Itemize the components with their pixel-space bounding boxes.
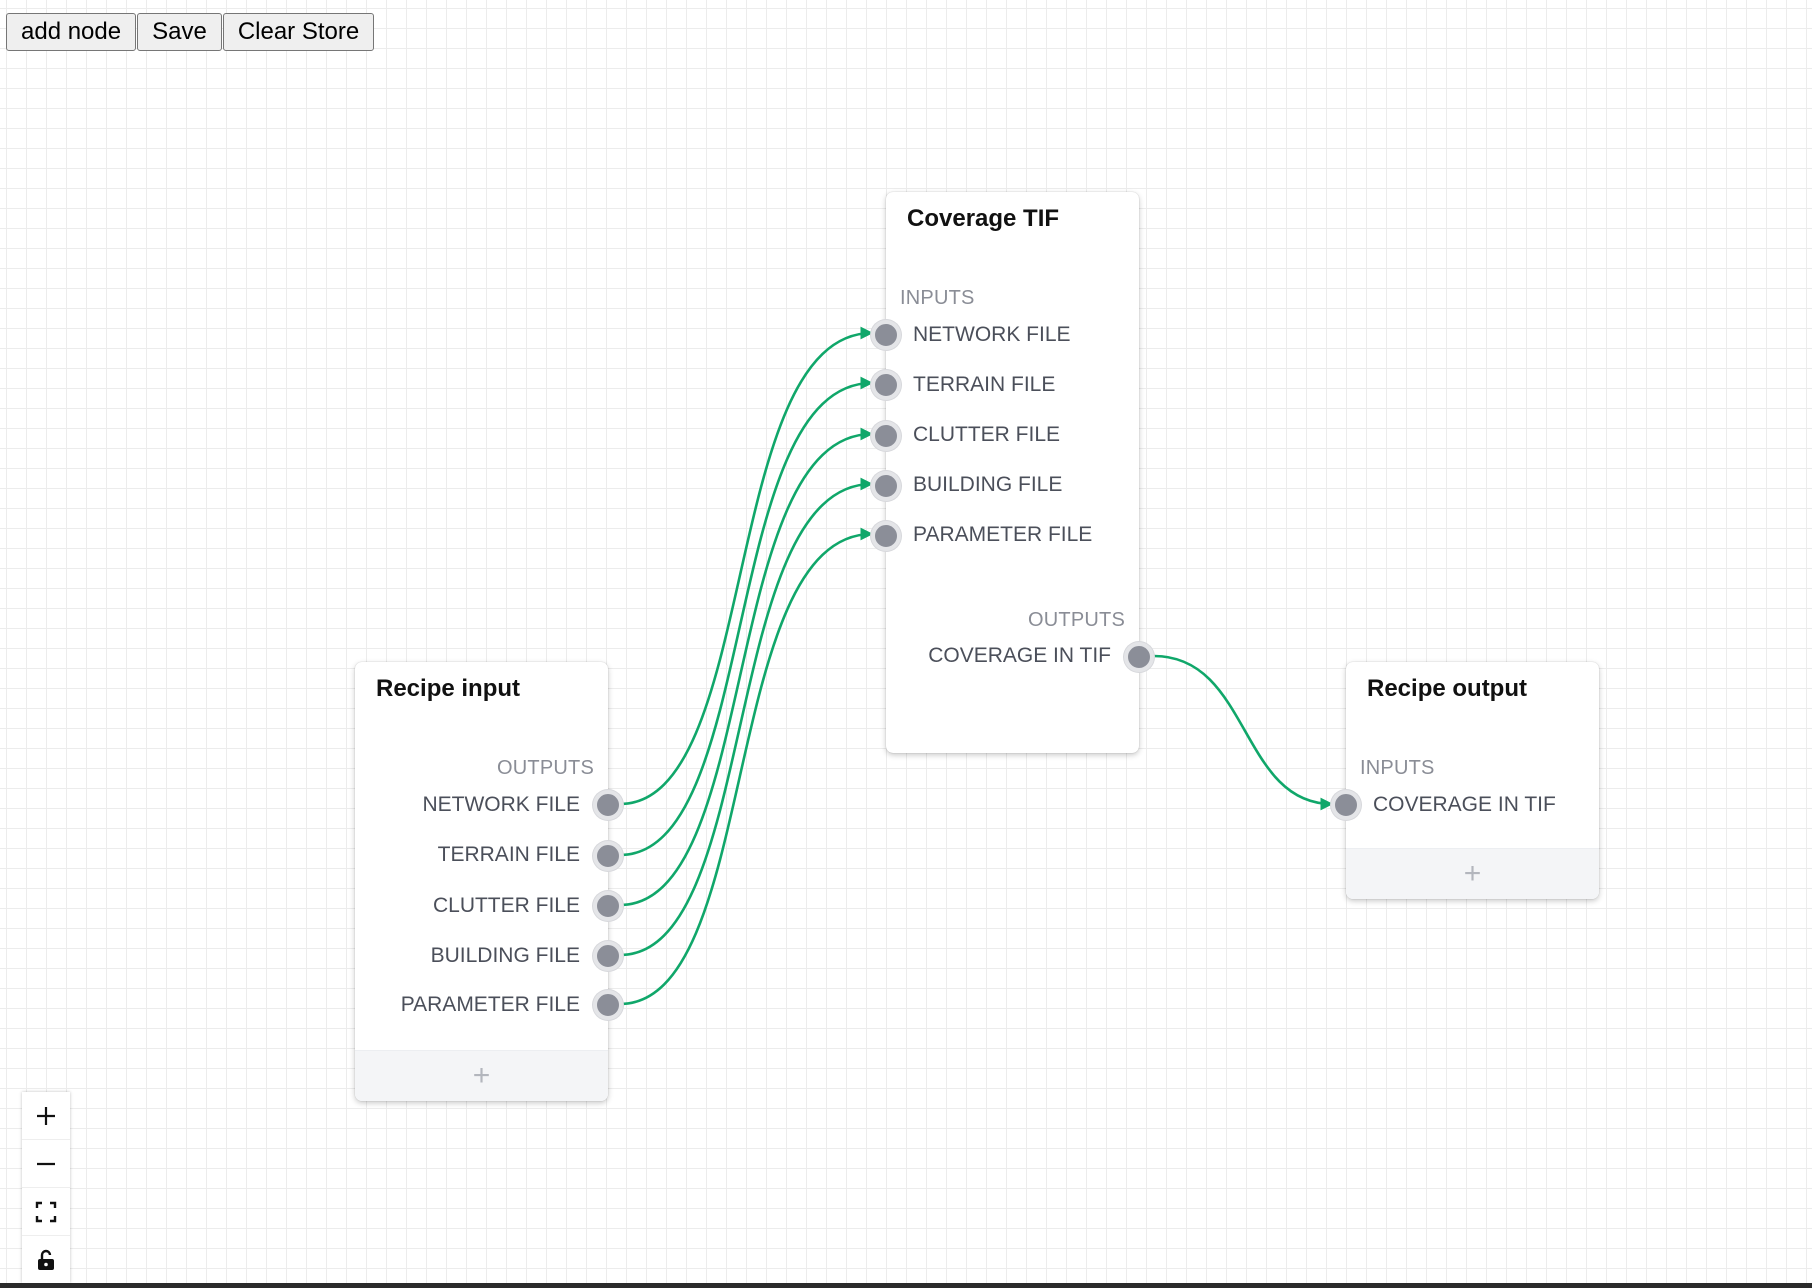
outputs-label: OUTPUTS bbox=[497, 757, 594, 779]
port-label-parameter-file: PARAMETER FILE bbox=[400, 993, 580, 1016]
edge-parameter-file[interactable] bbox=[619, 527, 874, 1006]
edge-coverage-in-tif[interactable] bbox=[1153, 654, 1334, 811]
clear-store-button[interactable]: Clear Store bbox=[222, 13, 375, 51]
input-port-network-file[interactable] bbox=[871, 320, 901, 350]
zoom-out-button[interactable] bbox=[22, 1140, 70, 1188]
plus-icon: + bbox=[1463, 857, 1482, 890]
add-port-button[interactable]: + bbox=[1346, 848, 1599, 899]
output-port-building-file[interactable] bbox=[593, 941, 623, 971]
inputs-label: INPUTS bbox=[1360, 757, 1435, 779]
port-label-coverage-in-tif: COVERAGE IN TIF bbox=[1373, 793, 1556, 816]
unlock-icon bbox=[38, 1249, 54, 1270]
coverage-tif-node[interactable]: Coverage TIF INPUTS NETWORK FILE TERRAIN… bbox=[871, 192, 1154, 753]
fit-view-icon bbox=[35, 1201, 57, 1222]
edge-network-file[interactable] bbox=[619, 326, 874, 806]
output-port-terrain-file[interactable] bbox=[593, 841, 623, 871]
add-port-button[interactable]: + bbox=[355, 1050, 608, 1101]
node-title: Coverage TIF bbox=[907, 205, 1060, 232]
recipe-output-node[interactable]: Recipe output INPUTS COVERAGE IN TIF + bbox=[1331, 662, 1599, 899]
input-port-building-file[interactable] bbox=[871, 471, 901, 501]
port-label-network-file: NETWORK FILE bbox=[422, 793, 580, 816]
save-button[interactable]: Save bbox=[137, 13, 222, 51]
output-port-parameter-file[interactable] bbox=[593, 990, 623, 1020]
node-title: Recipe input bbox=[376, 675, 521, 702]
input-port-parameter-file[interactable] bbox=[871, 521, 901, 551]
edge-terrain-file[interactable] bbox=[619, 376, 874, 857]
view-controls bbox=[22, 1092, 70, 1283]
plus-icon bbox=[37, 1106, 55, 1125]
output-port-network-file[interactable] bbox=[593, 790, 623, 820]
output-port-coverage-in-tif[interactable] bbox=[1124, 642, 1154, 672]
fit-view-button[interactable] bbox=[22, 1188, 70, 1236]
toggle-lock-button[interactable] bbox=[22, 1236, 70, 1283]
input-port-coverage-in-tif[interactable] bbox=[1331, 790, 1361, 820]
recipe-input-node[interactable]: Recipe input OUTPUTS NETWORK FILE TERRAI… bbox=[355, 662, 623, 1101]
input-port-clutter-file[interactable] bbox=[871, 421, 901, 451]
zoom-in-button[interactable] bbox=[22, 1092, 70, 1140]
port-label-terrain-file: TERRAIN FILE bbox=[437, 843, 580, 866]
plus-icon: + bbox=[472, 1059, 491, 1092]
window-bottom-edge bbox=[0, 1283, 1812, 1288]
port-label-parameter-file: PARAMETER FILE bbox=[913, 523, 1093, 546]
node-title: Recipe output bbox=[1367, 675, 1527, 702]
port-label-clutter-file: CLUTTER FILE bbox=[913, 423, 1061, 446]
port-label-clutter-file: CLUTTER FILE bbox=[432, 894, 580, 917]
port-label-building-file: BUILDING FILE bbox=[913, 473, 1063, 496]
input-port-terrain-file[interactable] bbox=[871, 370, 901, 400]
inputs-label: INPUTS bbox=[900, 287, 975, 309]
outputs-label: OUTPUTS bbox=[1028, 609, 1125, 631]
port-label-building-file: BUILDING FILE bbox=[430, 944, 580, 967]
port-label-coverage-in-tif: COVERAGE IN TIF bbox=[928, 644, 1111, 667]
port-label-terrain-file: TERRAIN FILE bbox=[913, 373, 1056, 396]
port-label-network-file: NETWORK FILE bbox=[913, 323, 1071, 346]
minus-icon bbox=[37, 1162, 55, 1165]
toolbar: add node Save Clear Store bbox=[6, 13, 375, 51]
add-node-button[interactable]: add node bbox=[6, 13, 137, 51]
edge-clutter-file[interactable] bbox=[619, 427, 874, 907]
output-port-clutter-file[interactable] bbox=[593, 891, 623, 921]
edge-building-file[interactable] bbox=[619, 477, 874, 957]
